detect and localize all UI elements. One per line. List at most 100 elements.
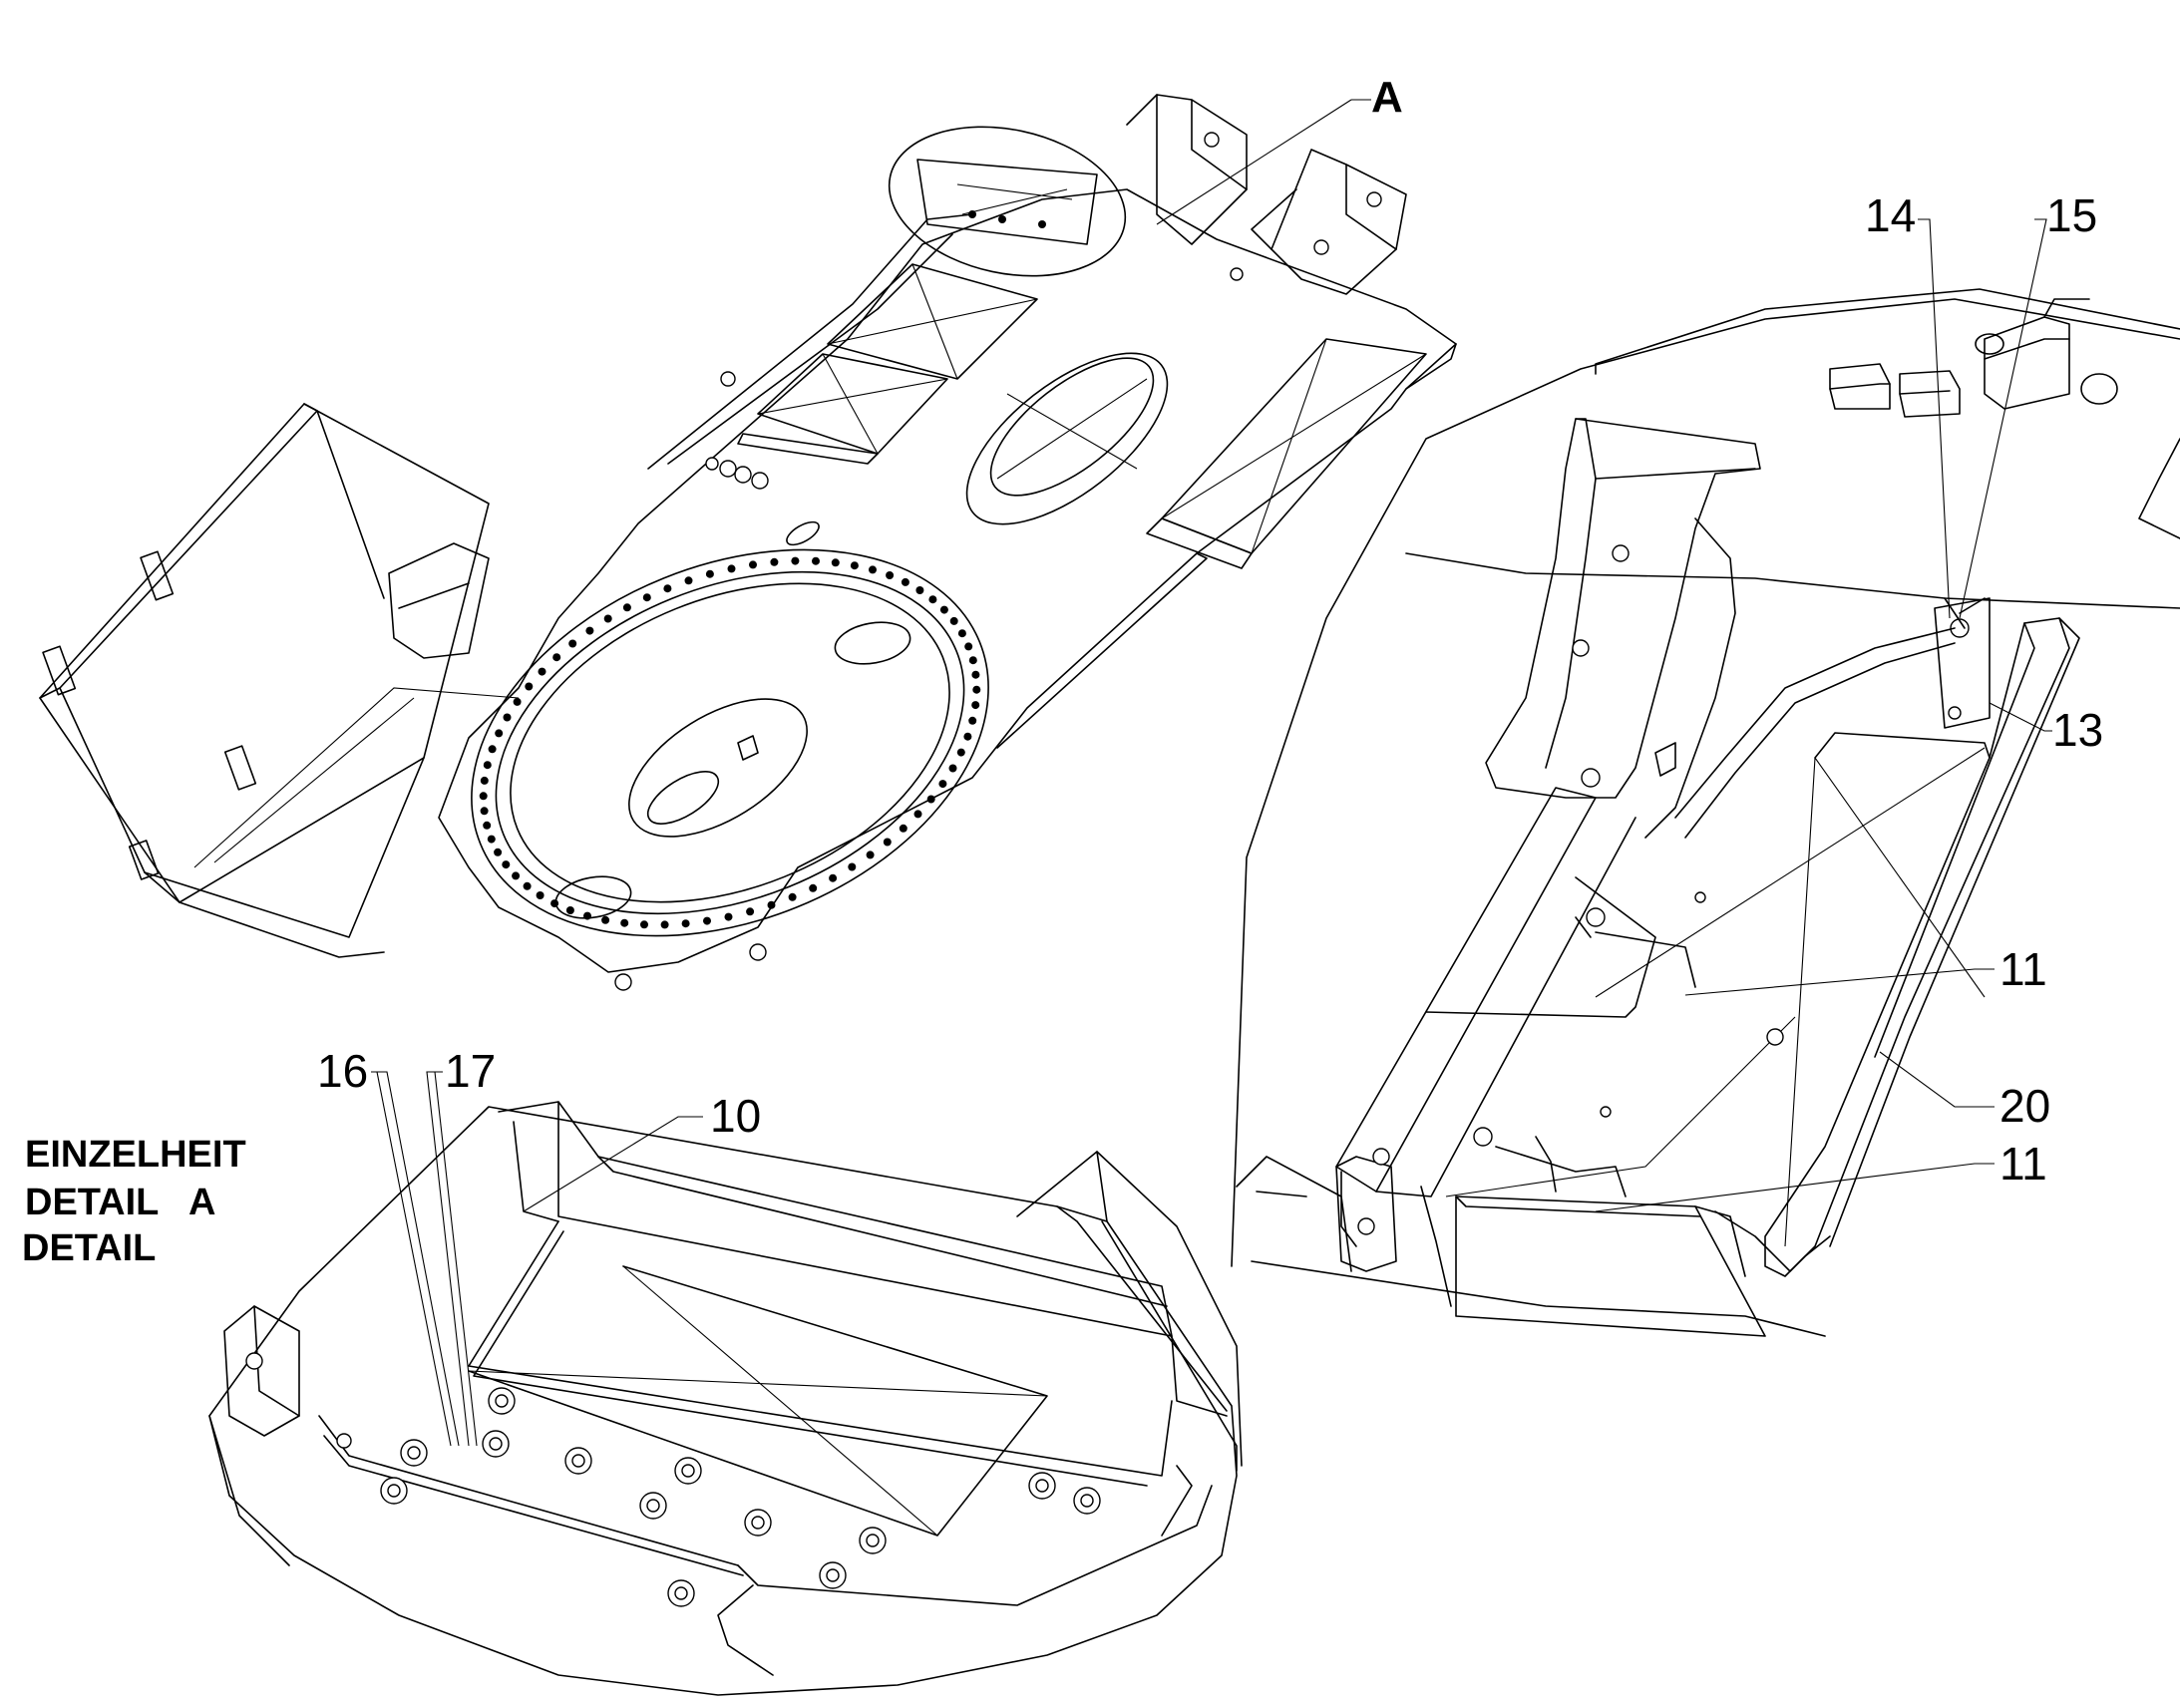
ring-bolt-hole (948, 764, 957, 773)
ring-bolt-hole (568, 639, 577, 648)
ring-bolt-hole (601, 915, 610, 924)
ring-bolt-hole (767, 900, 776, 909)
ring-bolt-hole (513, 697, 522, 706)
ring-bolt-hole (727, 564, 736, 573)
leader-17 (426, 1071, 470, 1447)
ring-bolt-hole (523, 881, 532, 890)
detail-title-line2: DETAIL A (25, 1182, 215, 1223)
ring-bolt-hole (565, 906, 574, 914)
detail-bolt-core (407, 1446, 421, 1460)
ring-bolt-hole (956, 748, 965, 757)
ring-bolt-hole (536, 891, 545, 899)
detail-bolt-core (826, 1568, 840, 1582)
callout-17: 17 (445, 1045, 496, 1097)
ring-bolt-hole (770, 557, 779, 566)
ring-bolt-hole (724, 912, 733, 921)
ring-bolt-hole (972, 685, 981, 694)
detail-title-line1: EINZELHEIT (25, 1134, 246, 1176)
ring-bolt-hole (684, 576, 693, 585)
ring-bolt-hole (848, 862, 857, 871)
ring-bolt-hole (886, 571, 895, 579)
detail-bolt-core (751, 1516, 765, 1530)
ring-bolt-hole (809, 883, 818, 892)
ring-bolt-hole (488, 745, 497, 754)
ring-bolt-hole (949, 616, 958, 625)
leader-14 (1918, 218, 1951, 619)
ring-bolt-hole (480, 776, 489, 785)
ring-bolt-hole (480, 807, 489, 816)
ring-bolt-hole (939, 605, 948, 614)
ring-bolt-hole (968, 716, 977, 725)
callout-13: 13 (2052, 704, 2103, 756)
ring-bolt-hole (749, 560, 757, 569)
ring-bolt-hole (968, 656, 977, 665)
ring-bolt-hole (791, 556, 800, 565)
detail-bolt-core (866, 1534, 880, 1547)
ring-bolt-hole (495, 729, 504, 738)
ring-bolt-hole (883, 838, 892, 847)
ring-bolt-hole (640, 920, 648, 929)
detail-title-line3: DETAIL (22, 1227, 156, 1269)
ring-bolt-hole (525, 682, 534, 691)
callout-labels: A 14 15 13 11 20 11 10 16 17 (317, 73, 2103, 1190)
ring-bolt-hole (866, 851, 875, 859)
main-frame-assembly (39, 94, 1457, 991)
ring-bolt-hole (850, 561, 859, 570)
ring-bolt-hole (703, 916, 711, 925)
ring-bolt-hole (705, 569, 714, 578)
ring-bolt-hole (585, 626, 594, 635)
detail-title-block: EINZELHEIT DETAIL A DETAIL (22, 1134, 246, 1269)
ring-bolt-hole (899, 824, 908, 833)
callout-11-upper: 11 (1999, 943, 2047, 995)
detail-bolt-core (681, 1464, 695, 1478)
detail-bolt-core (387, 1484, 401, 1498)
leader-lines (371, 99, 2052, 1447)
detail-bolts (380, 1387, 1101, 1607)
ring-bolt-hole (926, 795, 935, 804)
ring-bolt-hole (869, 565, 877, 574)
callout-a: A (1371, 73, 1403, 122)
ring-bolt-hole (938, 780, 947, 789)
leader-20 (1879, 1051, 1995, 1108)
ring-bolt-hole (957, 629, 966, 638)
ring-bolt-holes (479, 556, 981, 929)
ring-bolt-hole (479, 792, 488, 801)
ring-bolt-hole (620, 918, 629, 927)
leader-detail-a (1156, 99, 1352, 225)
detail-bolt-core (495, 1394, 509, 1408)
detail-bolt-core (646, 1499, 660, 1513)
detail-bolt-core (1035, 1479, 1049, 1493)
callout-11-lower: 11 (1999, 1138, 2047, 1190)
ring-bolt-hole (831, 558, 840, 567)
leader-11-upper (1684, 968, 1995, 996)
detail-bolt-core (489, 1437, 503, 1451)
leader-10 (523, 1116, 703, 1212)
ring-bolt-hole (964, 642, 973, 651)
ring-bolt-hole (483, 761, 492, 770)
ring-bolt-hole (746, 907, 755, 916)
ring-bolt-hole (681, 919, 690, 928)
detail-bolt-core (571, 1454, 585, 1468)
detail-a-view (208, 1101, 1243, 1696)
ring-bolt-hole (963, 732, 972, 741)
ring-bolt-hole (829, 873, 838, 882)
ring-bolt-hole (603, 614, 612, 623)
leader-16 (371, 1071, 460, 1447)
ring-bolt-hole (901, 577, 909, 586)
callout-16: 16 (317, 1045, 368, 1097)
detail-bolt-core (1080, 1494, 1094, 1508)
callout-14: 14 (1865, 189, 1916, 241)
ring-bolt-hole (642, 593, 651, 602)
ring-bolt-hole (788, 892, 797, 901)
ring-bolt-hole (915, 586, 924, 594)
ring-bolt-hole (512, 871, 521, 880)
ring-bolt-hole (928, 595, 937, 604)
ring-bolt-hole (502, 860, 511, 869)
ring-bolt-hole (494, 848, 503, 856)
ring-bolt-hole (552, 653, 561, 662)
ring-bolt-hole (660, 920, 669, 929)
callout-10: 10 (710, 1090, 761, 1142)
ring-bolt-hole (503, 713, 512, 722)
leader-13 (1989, 702, 2052, 732)
